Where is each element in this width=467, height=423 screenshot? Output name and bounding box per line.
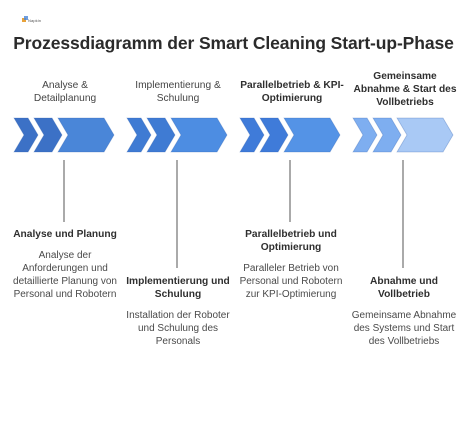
phase-2-chevron-1 (126, 117, 152, 153)
phase-4-chevron-2 (372, 117, 402, 153)
phase-1-chevron-1 (13, 117, 39, 153)
phase-2-chevron-2 (146, 117, 176, 153)
diagram-title: Prozessdiagramm der Smart Cleaning Start… (13, 33, 454, 53)
phase-2-chevron-3 (170, 117, 228, 153)
phase-1-chevron-2 (33, 117, 63, 153)
phase-1-label: Analyse & Detailplanung (33, 80, 97, 104)
phase-4-chevron-3 (396, 117, 454, 153)
phase-3-heading: Parallelbetrieb und Optimierung (245, 229, 337, 253)
phase-4-chevron-1 (352, 117, 378, 153)
phase-3-label: Parallelbetrieb & KPI-Optimierung (240, 80, 344, 104)
phase-3-chevron-2 (259, 117, 289, 153)
phase-3-detail: Parallelbetrieb und Optimierung Parallel… (236, 228, 346, 301)
phase-3-chevrons (239, 117, 341, 153)
phase-2-heading: Implementierung und Schulung (126, 276, 230, 300)
phase-4-detail: Abnahme und Vollbetrieb Gemeinsame Abnah… (349, 275, 459, 348)
phase-1-heading: Analyse und Planung (13, 229, 117, 240)
phase-3-chevron-3 (283, 117, 341, 153)
phase-4-label: Gemeinsame Abnahme & Start des Vollbetri… (353, 71, 457, 108)
phase-1-chevron-3 (57, 117, 115, 153)
logo-mark-icon (22, 16, 28, 22)
phase-2-label: Implementierung & Schulung (135, 80, 221, 104)
phase-2-detail: Implementierung und Schulung Installatio… (123, 275, 233, 348)
phase-2-chevrons (126, 117, 228, 153)
phase-1-chevrons (13, 117, 115, 153)
logo-text: Napkin (28, 18, 42, 23)
napkin-logo: Napkin (22, 16, 44, 26)
phase-4-heading: Abnahme und Vollbetrieb (370, 276, 438, 300)
phase-1-description: Analyse der Anforderungen und detaillier… (13, 250, 117, 300)
phase-2-description: Installation der Roboter und Schulung de… (126, 310, 230, 347)
phase-3-chevron-1 (239, 117, 265, 153)
phase-4-description: Gemeinsame Abnahme des Systems und Start… (351, 310, 457, 347)
phase-3-description: Paralleler Betrieb von Personal und Robo… (239, 263, 343, 300)
phase-1-detail: Analyse und Planung Analyse der Anforder… (10, 228, 120, 301)
phase-4-chevrons (352, 117, 454, 153)
